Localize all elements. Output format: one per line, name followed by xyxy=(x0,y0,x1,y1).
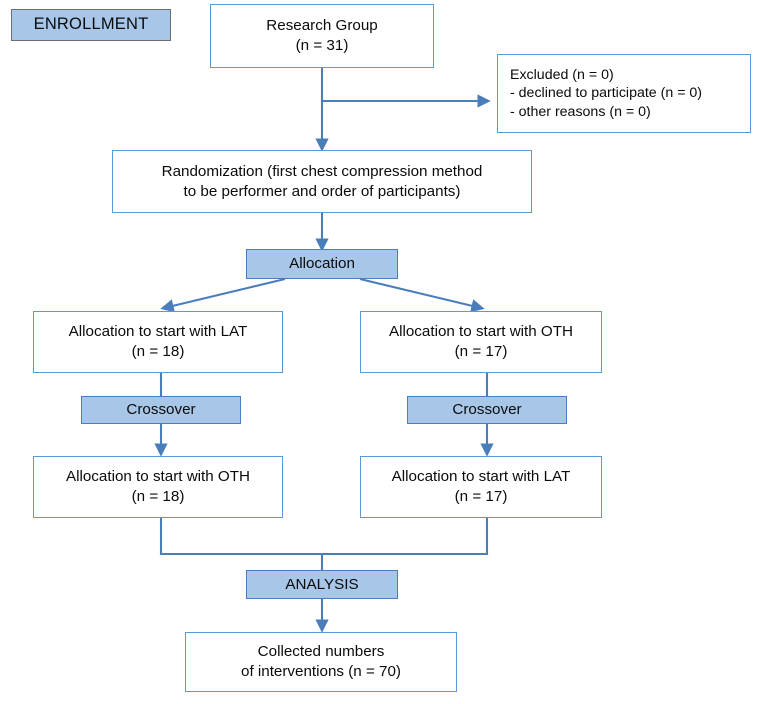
node-collected-interventions-label: Collected numbers of interventions (n = … xyxy=(241,643,401,680)
node-collected-interventions: Collected numbers of interventions (n = … xyxy=(185,632,457,692)
node-allocation-oth-second: Allocation to start with OTH (n = 18) xyxy=(33,456,283,518)
stage-banner-crossover-right-label: Crossover xyxy=(452,401,522,419)
stage-banner-crossover-left-label: Crossover xyxy=(126,401,196,419)
node-randomization: Randomization (first chest compression m… xyxy=(112,150,532,213)
node-allocation-lat-first-label: Allocation to start with LAT (n = 18) xyxy=(68,323,248,360)
node-allocation-lat-second: Allocation to start with LAT (n = 17) xyxy=(360,456,602,518)
node-research-group-label: Research Group (n = 31) xyxy=(266,17,378,54)
node-allocation-lat-second-label: Allocation to start with LAT (n = 17) xyxy=(391,468,571,505)
stage-banner-crossover-right: Crossover xyxy=(407,396,567,424)
stage-banner-allocation: Allocation xyxy=(246,249,398,279)
node-allocation-oth-first-label: Allocation to start with OTH (n = 17) xyxy=(388,323,573,360)
node-research-group: Research Group (n = 31) xyxy=(210,4,434,68)
stage-banner-enrollment: ENROLLMENT xyxy=(11,9,171,41)
node-allocation-lat-first: Allocation to start with LAT (n = 18) xyxy=(33,311,283,373)
edge-merge-to-analysis xyxy=(159,518,489,556)
stage-banner-analysis-label: ANALYSIS xyxy=(285,575,359,593)
node-randomization-label: Randomization (first chest compression m… xyxy=(161,162,483,200)
node-excluded-label: Excluded (n = 0) - declined to participa… xyxy=(510,66,703,120)
stage-banner-allocation-label: Allocation xyxy=(289,255,355,273)
stage-banner-analysis: ANALYSIS xyxy=(246,570,398,599)
node-allocation-oth-second-label: Allocation to start with OTH (n = 18) xyxy=(65,468,250,505)
node-excluded: Excluded (n = 0) - declined to participa… xyxy=(497,54,751,133)
edge-allocation-to-lat xyxy=(160,277,286,313)
stage-banner-enrollment-label: ENROLLMENT xyxy=(33,15,149,34)
node-allocation-oth-first: Allocation to start with OTH (n = 17) xyxy=(360,311,602,373)
stage-banner-crossover-left: Crossover xyxy=(81,396,241,424)
edge-allocation-to-oth xyxy=(359,277,485,313)
